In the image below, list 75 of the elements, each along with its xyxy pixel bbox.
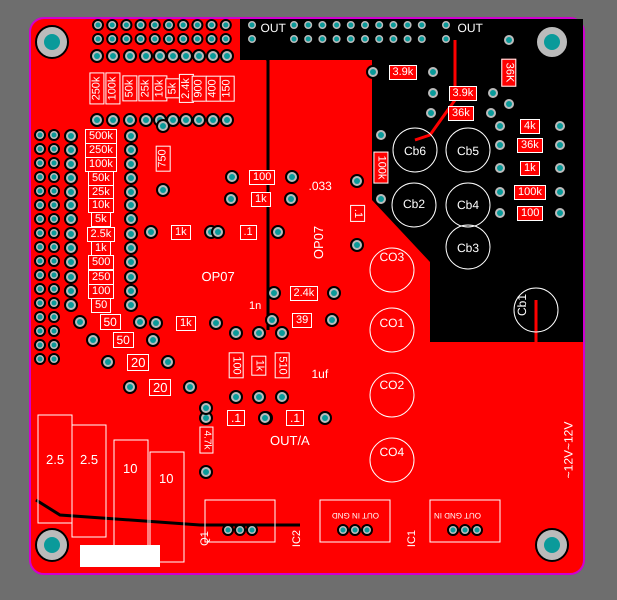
component-value: 5k	[91, 212, 111, 226]
component-value: 50k	[122, 75, 138, 101]
component-value: .033	[308, 180, 332, 192]
component-value: 10	[159, 472, 174, 484]
reference-designator: Cb5	[457, 145, 480, 157]
reference-designator: CO2	[380, 379, 404, 391]
component-value: 2.5	[46, 452, 64, 466]
reference-designator: CO4	[380, 446, 404, 458]
component-value: 5k	[165, 78, 180, 98]
component-value: 500k	[85, 128, 117, 144]
reference-designator: IC2	[292, 529, 303, 547]
component-value: 1n	[249, 300, 262, 312]
component-value: 100k	[85, 156, 117, 172]
component-value: 20	[149, 378, 172, 396]
silkscreen-label: OUT GND IN	[434, 511, 480, 519]
component-value: 36K	[501, 58, 516, 86]
component-value: 510	[274, 352, 290, 378]
component-value: 250k	[89, 72, 104, 104]
component-value: 900	[192, 74, 207, 102]
component-value: 250k	[85, 142, 117, 158]
component-value: 3.9k	[448, 86, 478, 100]
component-value: 50	[100, 314, 121, 330]
component-value: 39	[292, 312, 312, 328]
component-value: 3.9k	[388, 64, 418, 80]
component-value: 500	[88, 254, 114, 270]
component-value: 100k	[373, 151, 388, 183]
component-value: 1k	[171, 224, 191, 240]
component-value: 100	[517, 206, 544, 220]
component-value: 100k	[105, 72, 120, 104]
component-value: 2.5	[80, 452, 98, 466]
component-value: 4k	[520, 118, 540, 134]
silkscreen-label: OUT/A	[270, 434, 310, 446]
component-value: 100k	[514, 184, 546, 200]
reference-designator: OP07	[202, 270, 235, 282]
silkscreen-label: ~12V~12V	[562, 422, 574, 478]
reference-designator: Cb3	[457, 242, 480, 254]
component-value: 1uf	[312, 368, 328, 380]
component-value: 2.5k	[86, 226, 116, 242]
reference-designator: CO3	[380, 251, 404, 263]
component-value: 10k	[88, 198, 114, 212]
component-value: 150	[220, 74, 235, 102]
component-value: 50k	[88, 170, 114, 186]
component-value: 50	[112, 332, 134, 348]
component-value: 400	[206, 74, 221, 102]
component-value: 100	[88, 284, 114, 298]
component-value: .1	[227, 410, 246, 426]
component-value: 36k	[517, 138, 543, 152]
reference-designator: OP07	[312, 225, 325, 259]
component-value: 36k	[448, 106, 474, 120]
reference-designator: Cb6	[404, 145, 426, 157]
component-value: 1k	[251, 192, 271, 206]
component-value: 20	[127, 354, 150, 370]
reference-designator: Cb1	[516, 294, 528, 316]
component-value: 1k	[251, 355, 266, 375]
component-value: 10	[123, 462, 138, 474]
silkscreen-label: OUT	[260, 22, 286, 34]
component-value: 1k	[91, 240, 111, 256]
component-value: 750	[156, 144, 171, 172]
reference-designator: CO1	[380, 317, 404, 329]
component-value: 25k	[138, 75, 154, 101]
reference-designator: Cb4	[457, 199, 480, 211]
component-value: .1	[286, 410, 304, 426]
component-value: 2.4k	[290, 286, 318, 300]
reference-designator: Cb2	[403, 198, 426, 210]
component-value: 50	[91, 298, 112, 312]
component-value: 1k	[176, 316, 196, 330]
component-value: 100	[228, 352, 244, 378]
component-value: 4.7k	[198, 426, 213, 454]
component-value: 100	[249, 170, 276, 184]
component-value: 250	[88, 270, 114, 284]
component-value: 10k	[152, 75, 168, 101]
component-value: 1k	[520, 160, 540, 176]
silkscreen-label: OUT IN GND	[332, 511, 378, 519]
reference-designator: IC1	[406, 529, 418, 547]
silkscreen-label: OUT	[458, 22, 483, 34]
